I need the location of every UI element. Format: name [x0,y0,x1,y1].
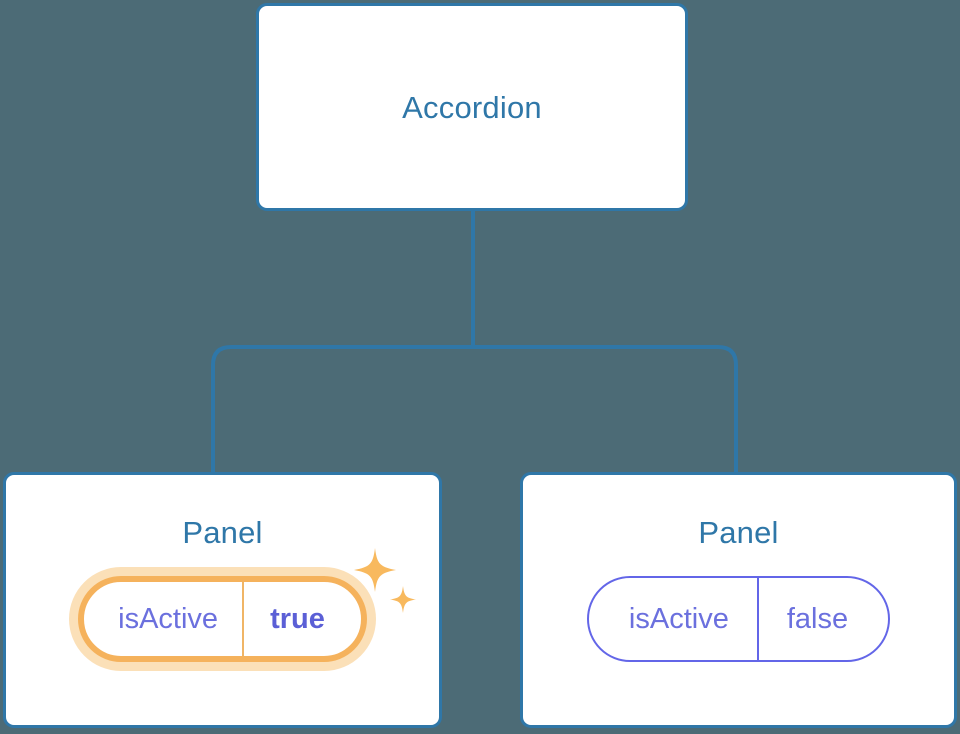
node-title-panel-active: Panel [182,515,263,550]
node-card-panel-active[interactable]: Panel isActive true [3,472,442,728]
node-card-accordion[interactable]: Accordion [256,3,688,211]
prop-value-label: false [756,578,882,660]
prop-value-label: true [242,582,357,656]
sparkle-star-small-icon [390,586,416,613]
prop-pill-inactive[interactable]: isActive false [586,576,891,662]
sparkle-star-large-icon [354,548,396,592]
prop-pill-active[interactable]: isActive true [78,576,367,662]
prop-pill-wrapper-inactive: isActive false [523,576,954,662]
node-card-panel-inactive[interactable]: Panel isActive false [520,472,957,728]
connector-branch-bar [211,345,738,472]
prop-key-label: isActive [628,602,729,635]
node-title-panel-inactive: Panel [698,515,779,550]
prop-key-label: isActive [118,602,219,635]
node-title-accordion: Accordion [402,89,542,125]
prop-pill-wrapper-active: isActive true [6,548,439,662]
